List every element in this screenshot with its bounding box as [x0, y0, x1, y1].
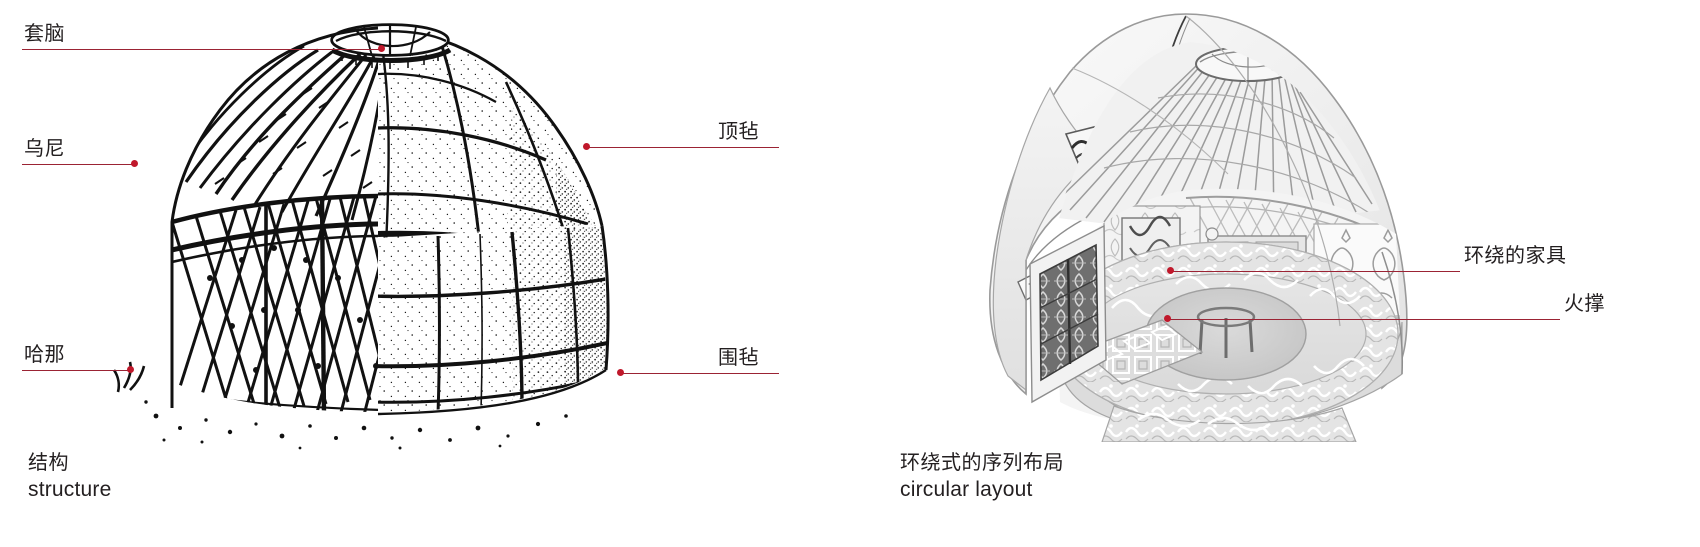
annotation-dingzhan-leader-line — [589, 147, 779, 148]
annotation-taonao-leader-line — [22, 49, 380, 50]
annotation-taonao-label: 套脑 — [24, 23, 65, 45]
yurt-door — [1029, 224, 1107, 404]
annotation-surrounding-furniture-anchor-dot — [1167, 267, 1174, 274]
fire-stand — [1198, 318, 1254, 358]
caption-structure-cn: 结构 — [28, 452, 69, 474]
panel-circular-layout: 环绕的家具 火撑 环绕式的序列布局 circular layout — [880, 0, 1700, 547]
annotation-dingzhan-anchor-dot — [583, 143, 590, 150]
panel-structure: 套脑 乌尼 哈那 顶毡 围毡 结构 structure — [22, 10, 779, 504]
yurt-interior-circular-layout — [890, 2, 1490, 442]
annotation-fire-stand-leader-line — [1167, 319, 1560, 320]
caption-circular-layout-en: circular layout — [900, 478, 1033, 502]
annotation-hana-leader-line — [22, 370, 132, 371]
annotation-hana-label: 哈那 — [24, 344, 65, 366]
annotation-hana-anchor-dot — [127, 366, 134, 373]
annotation-fire-stand-anchor-dot — [1164, 315, 1171, 322]
caption-circular-layout: 环绕式的序列布局 circular layout — [900, 450, 1064, 504]
annotation-fire-stand-label: 火撑 — [1564, 293, 1605, 315]
caption-structure-en: structure — [28, 478, 112, 502]
annotation-weizhan-label: 围毡 — [718, 347, 759, 369]
yurt-structure-line-drawing — [60, 10, 700, 450]
annotation-wuni-anchor-dot — [131, 160, 138, 167]
annotation-wuni-leader-line — [22, 164, 136, 165]
annotation-weizhan-anchor-dot — [617, 369, 624, 376]
caption-structure: 结构 structure — [28, 450, 112, 504]
annotation-dingzhan-label: 顶毡 — [718, 121, 759, 143]
caption-circular-layout-cn: 环绕式的序列布局 — [900, 452, 1064, 474]
annotation-surrounding-furniture-leader-line — [1170, 271, 1460, 272]
annotation-weizhan-leader-line — [622, 373, 779, 374]
annotation-taonao-anchor-dot — [378, 45, 385, 52]
annotation-wuni-label: 乌尼 — [24, 138, 65, 160]
annotation-surrounding-furniture-label: 环绕的家具 — [1464, 245, 1567, 267]
